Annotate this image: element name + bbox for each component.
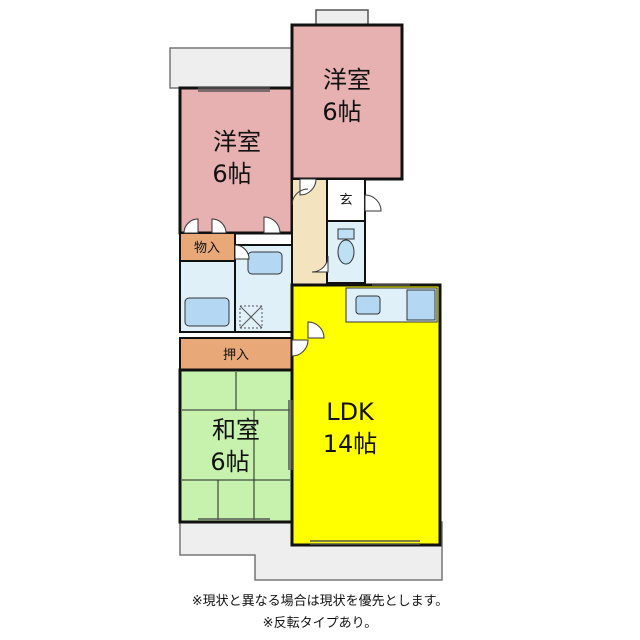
label-ldk-name: LDK [326, 398, 375, 426]
tatami-lines [182, 372, 290, 520]
label-western-top-name: 洋室 [323, 66, 371, 94]
label-japanese-size: 6帖 [210, 448, 249, 476]
balcony-top [169, 47, 293, 89]
label-ldk-size: 14帖 [323, 430, 378, 458]
window-marks [198, 87, 420, 545]
label-closet-oshiire: 押入 [223, 348, 249, 363]
washbasin-icon [247, 251, 283, 275]
laundry-pan-icon [239, 305, 263, 329]
bathtub-icon [184, 297, 230, 327]
door-swings [183, 178, 382, 357]
note-line-2: ※反転タイプあり。 [262, 616, 378, 631]
label-entrance: 玄 [339, 193, 352, 208]
toilet-bowl-icon [337, 239, 355, 265]
stove-area [406, 289, 436, 321]
label-western-top-size: 6帖 [322, 98, 361, 126]
label-japanese-name: 和室 [212, 416, 260, 444]
label-closet-monoire: 物入 [194, 241, 220, 256]
label-western-left-name: 洋室 [213, 128, 261, 156]
label-western-left-size: 6帖 [212, 160, 251, 188]
room-western-top [290, 23, 404, 181]
note-line-1: ※現状と異なる場合は現状を優先とします。 [191, 594, 449, 609]
sink-icon [355, 295, 381, 315]
toilet-fixture [337, 228, 355, 240]
